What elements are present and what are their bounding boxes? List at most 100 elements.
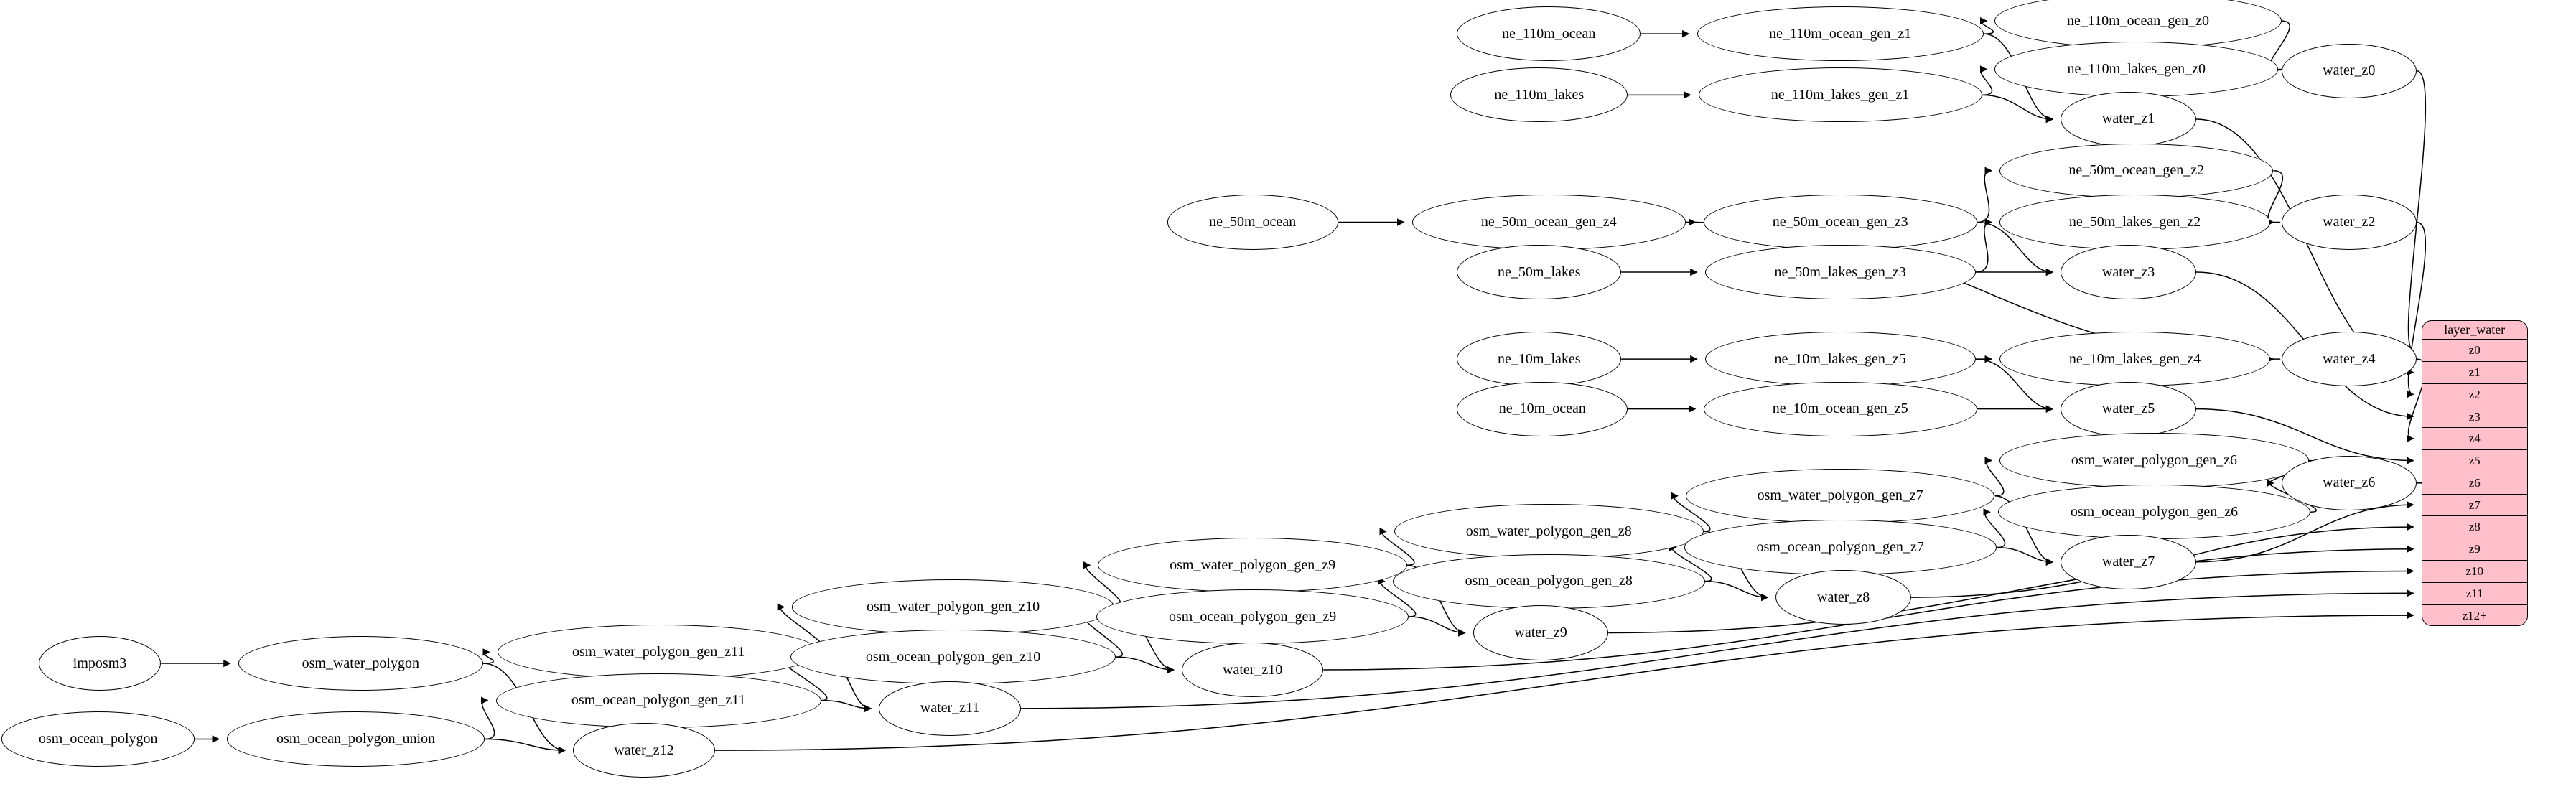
graph-node-label: imposm3 [73,655,127,671]
graph-node-ne_10m_ocean_gen_z5[interactable]: ne_10m_ocean_gen_z5 [1703,381,1977,436]
graph-node-label: water_z2 [2323,214,2376,230]
record-row-z0[interactable]: z0 [2422,340,2527,363]
graph-edge [1369,572,1415,617]
graph-node-ne_50m_lakes_gen_z3[interactable]: ne_50m_lakes_gen_z3 [1704,244,1976,300]
graph-node-label: water_z4 [2323,350,2376,367]
graph-node-ne_110m_ocean_gen_z0[interactable]: ne_110m_ocean_gen_z0 [1994,0,2282,49]
graph-node-water_z3[interactable]: water_z3 [2061,244,2196,300]
graph-node-osm_water_polygon_gen_z8[interactable]: osm_water_polygon_gen_z8 [1394,504,1704,559]
graph-node-label: water_z8 [1817,589,1870,605]
record-row-z4[interactable]: z4 [2422,428,2527,451]
graph-node-ne_10m_lakes_gen_z5[interactable]: ne_10m_lakes_gen_z5 [1704,332,1976,387]
record-row-z3[interactable]: z3 [2422,406,2527,429]
graph-node-water_z4[interactable]: water_z4 [2281,332,2417,387]
graph-node-ne_50m_ocean_gen_z2[interactable]: ne_50m_ocean_gen_z2 [1999,143,2274,198]
graph-node-osm_ocean_polygon_gen_z11[interactable]: osm_ocean_polygon_gen_z11 [495,673,821,728]
graph-node-label: ne_10m_lakes_gen_z5 [1774,350,1906,367]
graph-node-ne_50m_lakes_gen_z2[interactable]: ne_50m_lakes_gen_z2 [1999,195,2270,250]
record-row-z12+[interactable]: z12+ [2462,608,2487,622]
graph-node-water_z10[interactable]: water_z10 [1181,642,1324,698]
graph-node-osm_ocean_polygon_gen_z6[interactable]: osm_ocean_polygon_gen_z6 [1997,485,2310,540]
graph-edge [1409,617,1467,642]
graph-node-label: osm_water_polygon_gen_z9 [1170,556,1336,573]
record-row-z7[interactable]: z7 [2422,495,2527,517]
graph-node-water_z7[interactable]: water_z7 [2061,534,2196,589]
graph-node-label: osm_ocean_polygon [39,730,158,747]
graph-node-label: ne_50m_lakes_gen_z3 [1774,263,1906,280]
graph-node-label: osm_water_polygon_gen_z10 [867,599,1040,615]
graph-node-osm_water_polygon[interactable]: osm_water_polygon [238,635,483,691]
record-row-z2[interactable]: z2 [2422,384,2527,406]
graph-node-label: osm_ocean_polygon_union [276,730,436,747]
graph-node-label: osm_water_polygon_gen_z8 [1465,523,1632,539]
graph-edge [1971,12,1993,34]
graph-edge [1661,538,1711,582]
graph-node-osm_ocean_polygon_gen_z9[interactable]: osm_ocean_polygon_gen_z9 [1096,589,1409,645]
graph-node-ne_10m_lakes[interactable]: ne_10m_lakes [1457,332,1622,387]
graph-node-water_z2[interactable]: water_z2 [2281,195,2417,250]
record-row-z6[interactable]: z6 [2422,472,2527,495]
graph-node-water_z12[interactable]: water_z12 [573,723,715,778]
graph-edge [472,691,495,739]
graph-node-label: water_z7 [2101,554,2155,570]
record-row-z11[interactable]: z11 [2422,583,2527,605]
graph-node-osm_water_polygon_gen_z10[interactable]: osm_water_polygon_gen_z10 [792,579,1114,635]
graph-edge [474,643,493,663]
graph-node-osm_ocean_polygon_gen_z10[interactable]: osm_ocean_polygon_gen_z10 [790,629,1116,685]
graph-node-label: osm_water_polygon_gen_z7 [1757,487,1923,504]
graph-edge [1021,584,2415,709]
graph-node-water_z1[interactable]: water_z1 [2061,91,2196,147]
graph-node-osm_water_polygon_gen_z7[interactable]: osm_water_polygon_gen_z7 [1685,468,1995,523]
graph-node-osm_ocean_polygon_gen_z8[interactable]: osm_ocean_polygon_gen_z8 [1392,554,1705,609]
graph-node-ne_110m_ocean_gen_z1[interactable]: ne_110m_ocean_gen_z1 [1697,6,1984,62]
graph-node-water_z6[interactable]: water_z6 [2281,455,2417,510]
graph-node-ne_50m_ocean_gen_z4[interactable]: ne_50m_ocean_gen_z4 [1411,195,1686,250]
graph-node-label: osm_ocean_polygon_gen_z10 [865,648,1041,665]
record-row-z8[interactable]: z8 [2422,516,2527,539]
graph-edge [2258,171,2282,231]
graph-node-ne_50m_lakes[interactable]: ne_50m_lakes [1457,244,1622,300]
graph-edge [485,739,567,759]
graph-node-label: water_z9 [1514,624,1567,640]
graph-node-osm_ocean_polygon[interactable]: osm_ocean_polygon [1,711,195,767]
graph-edge [1976,162,1994,223]
graph-node-ne_110m_lakes[interactable]: ne_110m_lakes [1450,67,1628,123]
graph-node-label: ne_110m_ocean [1502,25,1596,42]
graph-node-ne_10m_ocean[interactable]: ne_10m_ocean [1457,381,1628,436]
graph-node-label: osm_water_polygon [302,655,419,671]
graph-node-label: ne_50m_ocean_gen_z4 [1480,214,1617,230]
graph-node-osm_ocean_polygon_gen_z7[interactable]: osm_ocean_polygon_gen_z7 [1684,520,1997,575]
graph-edge [821,701,873,717]
graph-node-imposm3[interactable]: imposm3 [38,635,162,691]
graph-node-ne_110m_lakes_gen_z0[interactable]: ne_110m_lakes_gen_z0 [1994,42,2279,97]
graph-node-ne_50m_ocean_gen_z3[interactable]: ne_50m_ocean_gen_z3 [1703,195,1977,250]
graph-edge [715,607,2415,750]
graph-node-ne_10m_lakes_gen_z4[interactable]: ne_10m_lakes_gen_z4 [1999,332,2270,387]
graph-node-water_z9[interactable]: water_z9 [1473,605,1609,660]
graph-node-label: water_z1 [2101,111,2155,127]
graph-node-osm_water_polygon_gen_z11[interactable]: osm_water_polygon_gen_z11 [497,625,820,680]
graph-edge [1974,503,2005,547]
graph-edge [1116,657,1176,678]
graph-node-water_z0[interactable]: water_z0 [2281,43,2417,98]
graph-node-osm_water_polygon_gen_z6[interactable]: osm_water_polygon_gen_z6 [1999,433,2309,488]
graph-node-water_z5[interactable]: water_z5 [2061,381,2196,436]
record-row-z10[interactable]: z10 [2422,561,2527,583]
record-row-z5[interactable]: z5 [2422,450,2527,472]
graph-node-label: water_z0 [2323,62,2376,79]
graph-node-osm_ocean_polygon_union[interactable]: osm_ocean_polygon_union [227,711,485,767]
graph-node-osm_water_polygon_gen_z9[interactable]: osm_water_polygon_gen_z9 [1098,538,1407,593]
graph-edge [2398,71,2426,359]
graph-node-label: water_z12 [614,742,674,758]
graph-node-water_z8[interactable]: water_z8 [1775,569,1911,625]
graph-edge [2196,409,2415,470]
graph-node-water_z11[interactable]: water_z11 [879,681,1021,736]
record-row-z1[interactable]: z1 [2422,362,2527,384]
graph-node-ne_110m_lakes_gen_z1[interactable]: ne_110m_lakes_gen_z1 [1698,67,1982,123]
graph-node-ne_110m_ocean[interactable]: ne_110m_ocean [1457,6,1641,62]
graph-node-label: osm_water_polygon_gen_z6 [2071,452,2237,468]
graph-node-ne_50m_ocean[interactable]: ne_50m_ocean [1167,195,1338,250]
record-row-z9[interactable]: z9 [2422,538,2527,561]
